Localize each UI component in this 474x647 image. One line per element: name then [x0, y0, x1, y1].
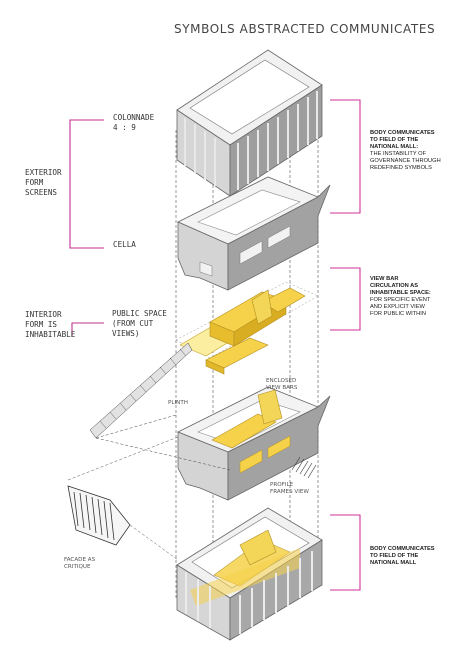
label-exterior-form-screens: EXTERIOR FORM SCREENS: [25, 168, 62, 197]
facade-drawing: [67, 436, 179, 561]
note-1-body: THE INSTABILITY OF GOVERNANCE THROUGH RE…: [370, 151, 441, 171]
label-plinth: PLINTH: [168, 400, 188, 406]
cella-block: [177, 176, 331, 291]
right-brackets: [330, 99, 361, 591]
label-cella: CELLA: [113, 240, 136, 249]
assembled-block: [176, 507, 323, 641]
profile-frames-drawing: [291, 456, 317, 479]
note-1-heading: BODY COMMUNICATES TO FIELD OF THE NATION…: [370, 130, 435, 150]
label-colonnade: COLONNADE 4 : 9: [113, 113, 155, 132]
cella-with-bars-block: [177, 386, 331, 501]
note-2-heading: VIEW BAR CIRCULATION AS INHABITABLE SPAC…: [370, 276, 431, 296]
header-communicates: COMMUNICATES: [330, 22, 436, 36]
note-communicates-3: BODY COMMUNICATES TO FIELD OF THE NATION…: [370, 546, 466, 567]
colonnade-block: [176, 49, 323, 197]
plinth-drawing: [89, 342, 231, 471]
note-communicates-2: VIEW BAR CIRCULATION AS INHABITABLE SPAC…: [370, 276, 466, 318]
left-brackets: [69, 119, 104, 336]
view-bars-block: [175, 281, 319, 375]
note-2-body: FOR SPECIFIC EVENT AND EXPLICIT VIEW FOR…: [370, 297, 431, 317]
header-symbols-abstracted: SYMBOLS ABSTRACTED: [174, 22, 326, 36]
label-facade-critique: FACADE AS CRITIQUE: [64, 557, 96, 570]
label-enclosed-view-bars: ENCLOSED VIEW BARS: [266, 378, 298, 391]
label-profile-frames-view: PROFILE FRAMES VIEW: [270, 482, 309, 495]
label-interior-form: INTERIOR FORM IS INHABITABLE: [25, 310, 76, 339]
note-communicates-1: BODY COMMUNICATES TO FIELD OF THE NATION…: [370, 130, 466, 172]
label-public-space: PUBLIC SPACE (FROM CUT VIEWS): [112, 309, 167, 338]
note-3-heading: BODY COMMUNICATES TO FIELD OF THE NATION…: [370, 546, 435, 566]
